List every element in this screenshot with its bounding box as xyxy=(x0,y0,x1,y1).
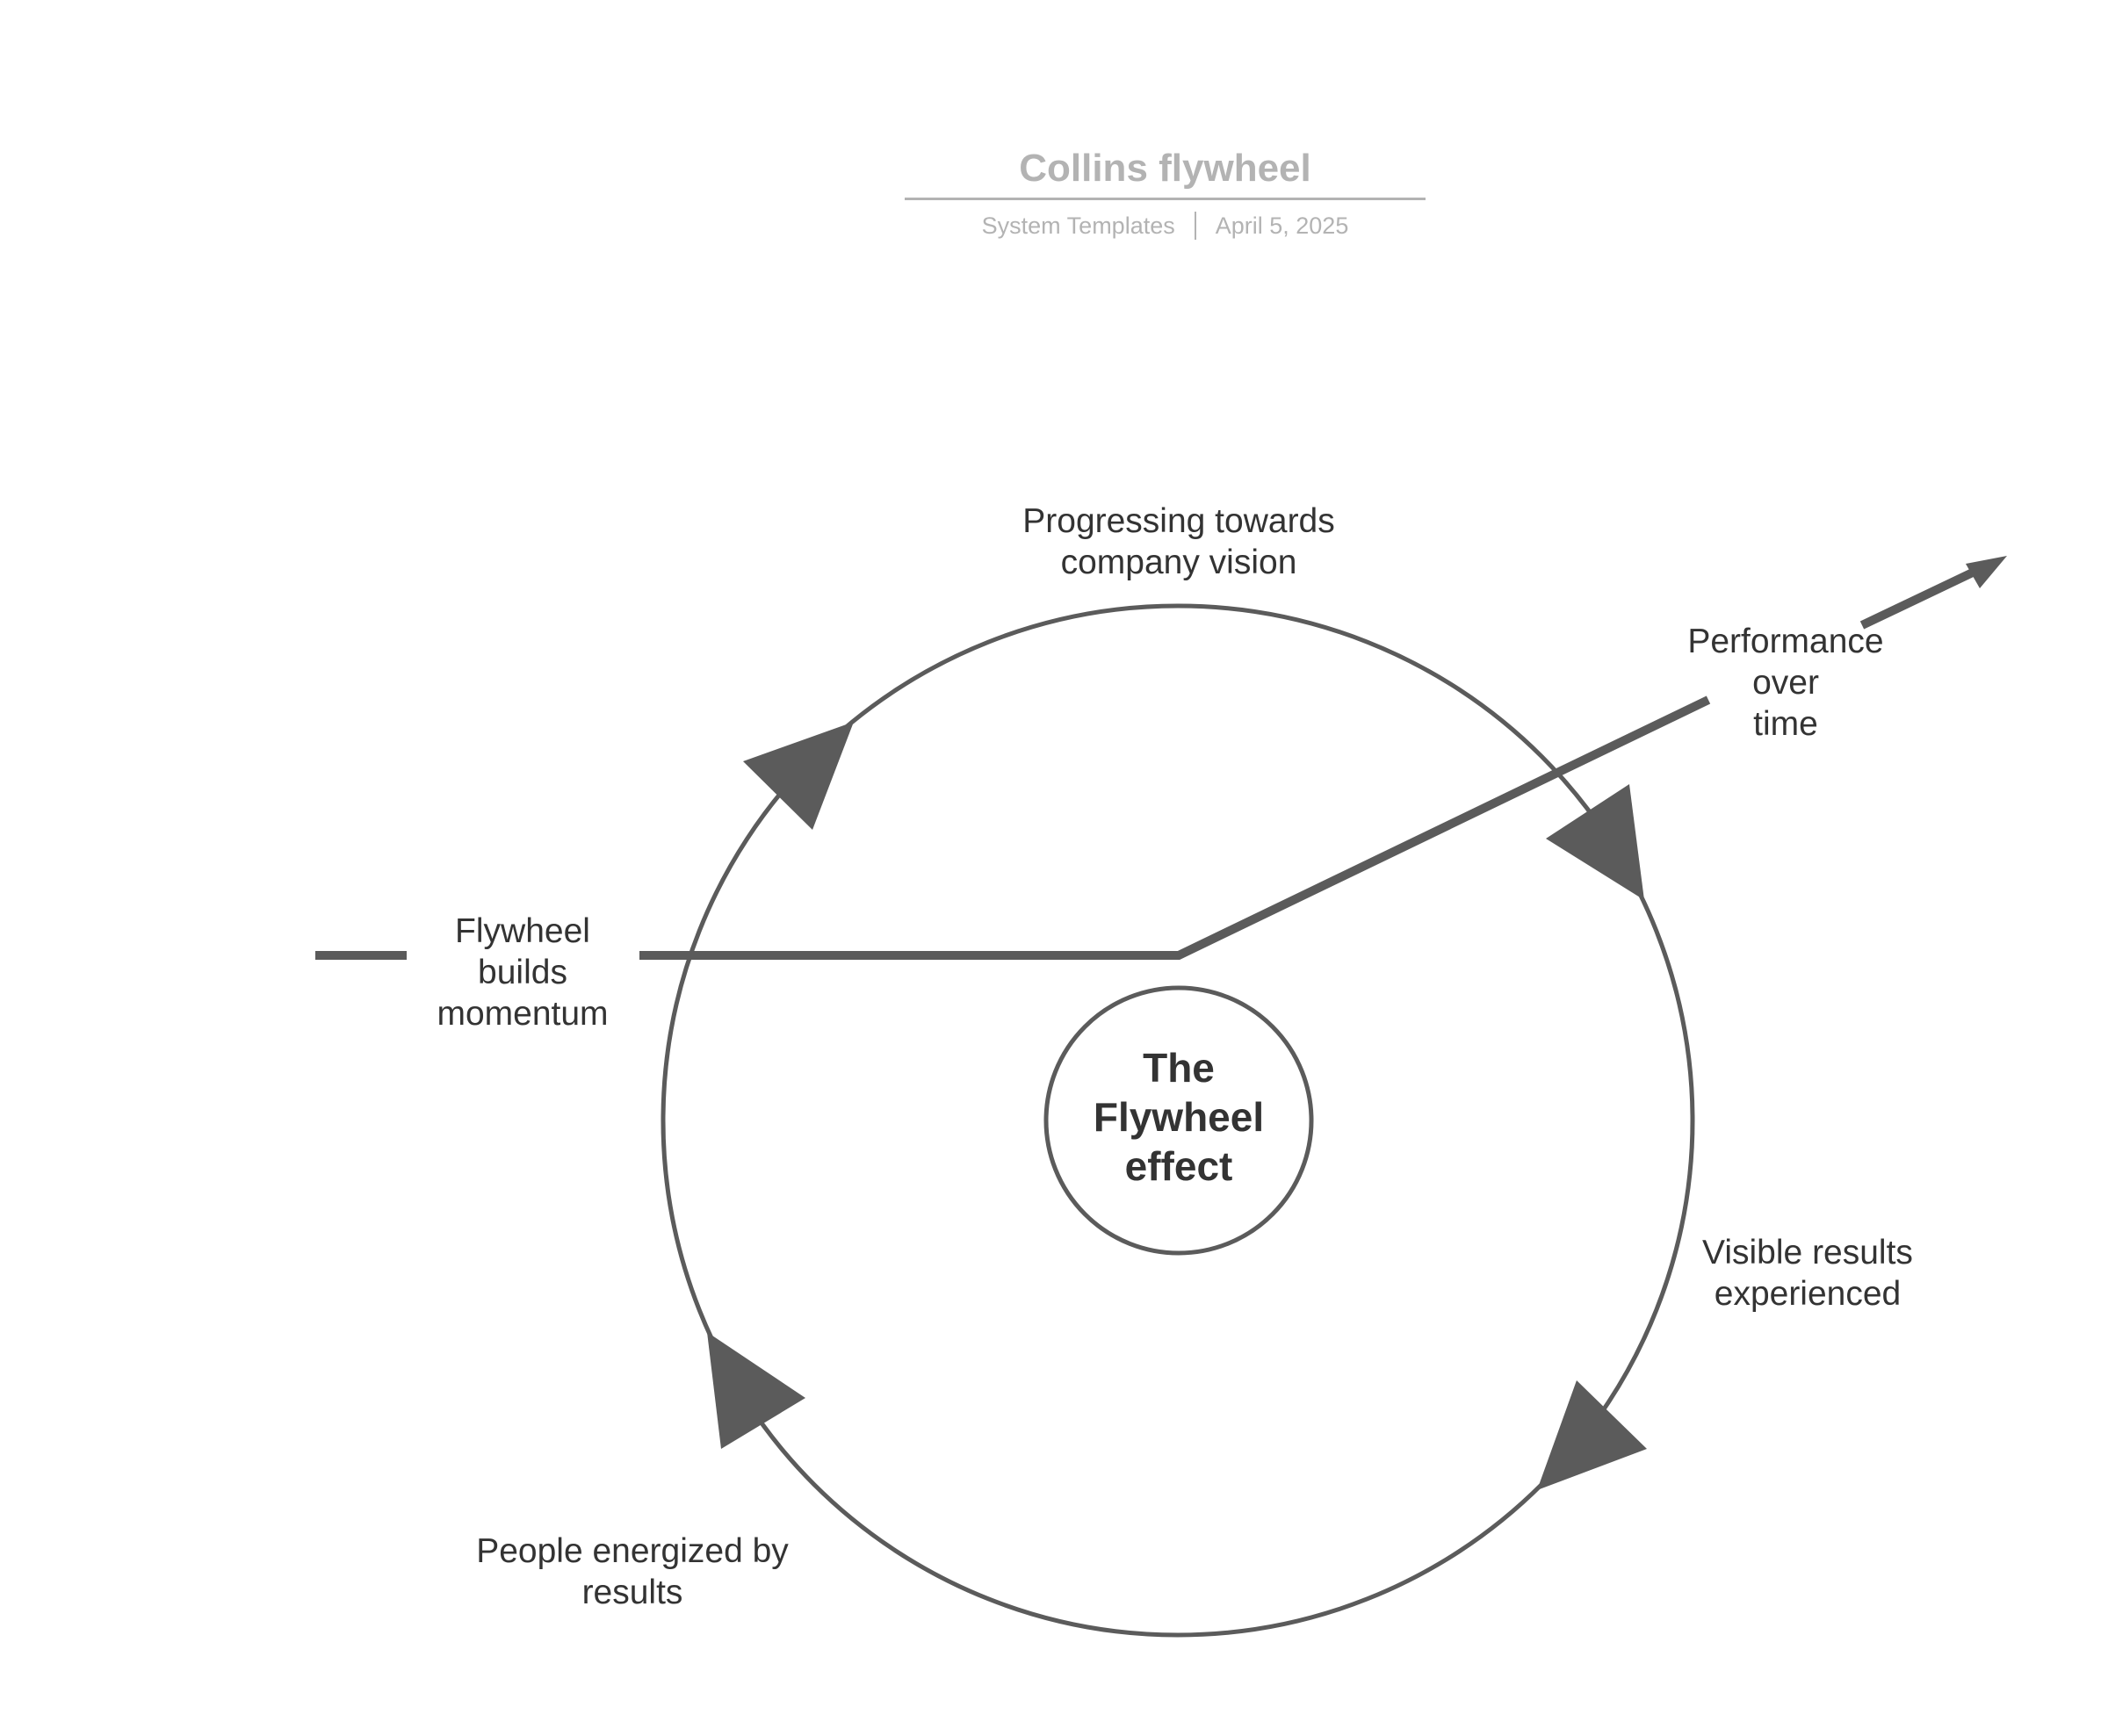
cycle-arrowhead-top-right xyxy=(1546,784,1644,900)
cycle-label-top: Progressing towards company vision xyxy=(1022,502,1335,581)
trend-line-end-segment xyxy=(1859,566,1979,630)
cycle-label-bottom-left: People energized by results xyxy=(476,1532,789,1611)
title-divider xyxy=(905,198,1426,200)
cycle-arrowhead-top-left xyxy=(743,722,854,830)
meta-date: April 5, 2025 xyxy=(1215,212,1349,239)
flywheel-hub-circle xyxy=(1043,985,1314,1256)
trend-arrowhead-icon xyxy=(1966,556,2007,588)
hub-label: The Flywheel effect xyxy=(1093,1045,1265,1189)
document-meta: System Templates April 5, 2025 xyxy=(905,211,1426,241)
trend-label: Performance over time xyxy=(1687,623,1884,743)
meta-separator xyxy=(1194,212,1196,240)
meta-source: System Templates xyxy=(981,212,1175,239)
cycle-arrowhead-bottom-right xyxy=(1537,1380,1647,1490)
trend-line-main xyxy=(639,695,1711,960)
cycle-arrowhead-bottom-left xyxy=(707,1332,805,1449)
flywheel-outer-circle xyxy=(661,603,1695,1638)
document-title: Collins flywheel xyxy=(1019,147,1311,190)
cycle-label-left: Flywheel builds momentum xyxy=(437,912,609,1033)
cycle-label-right: Visible results experienced xyxy=(1702,1234,1913,1313)
